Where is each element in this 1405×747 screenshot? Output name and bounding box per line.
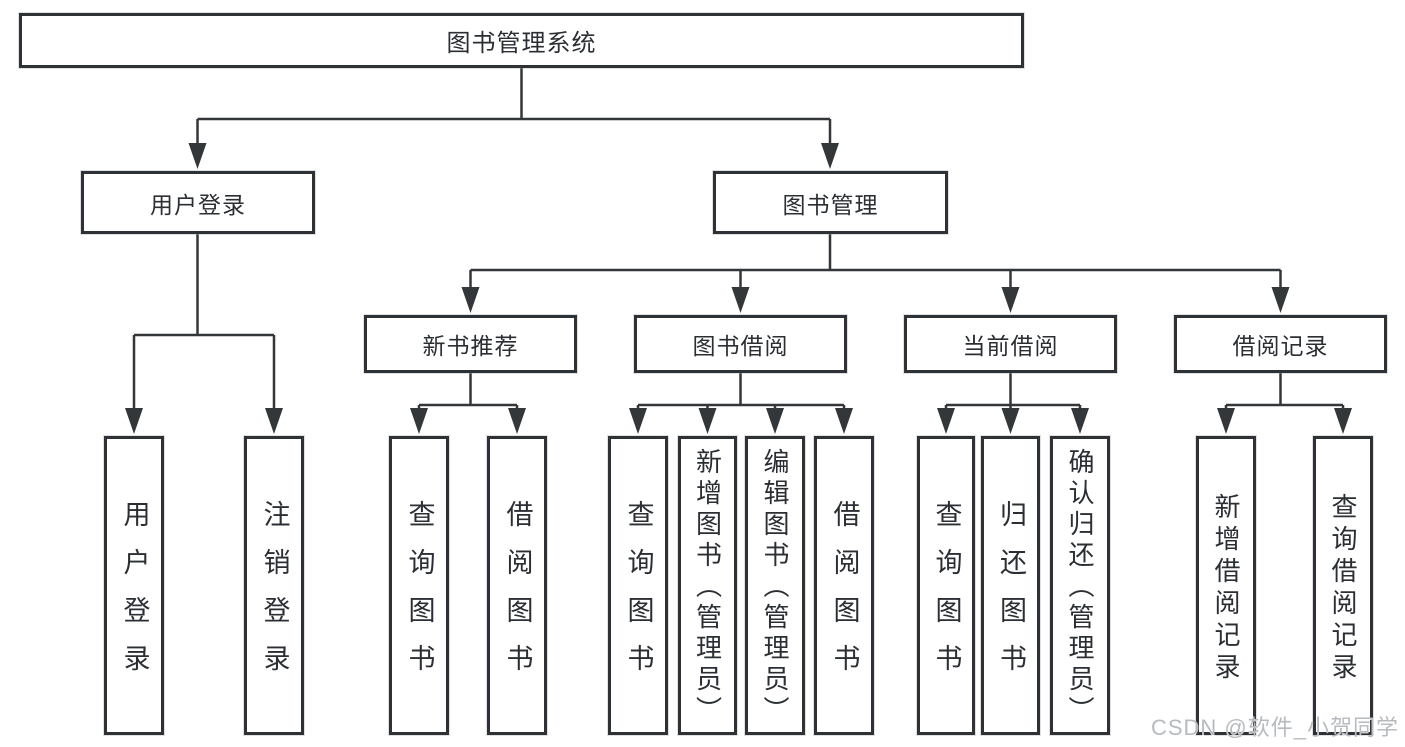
node-label: 图书借阅 xyxy=(692,333,789,359)
connector-new-book-rec-to-leaves xyxy=(410,373,526,434)
leaf-bb-edit-books-admin: 编辑图书（管理员） xyxy=(745,436,805,735)
arrowhead xyxy=(125,408,143,434)
leaf-cb-return-books: 归还图书 xyxy=(981,436,1040,735)
arrowhead xyxy=(835,408,853,434)
arrowhead xyxy=(508,408,526,434)
arrowhead xyxy=(1271,287,1290,313)
leaf-bb-borrow-books: 借阅图书 xyxy=(814,436,874,735)
arrowhead xyxy=(265,408,283,434)
node-label: 查询图书 xyxy=(931,499,962,692)
leaf-cb-confirm-return-admin: 确认归还（管理员） xyxy=(1050,436,1110,735)
node-label: 图书管理系统 xyxy=(446,30,597,57)
node-label: 编辑图书（管理员） xyxy=(760,448,790,727)
node-label: 归还图书 xyxy=(996,499,1026,692)
arrowhead xyxy=(1071,408,1089,434)
node-label: 图书管理 xyxy=(782,191,879,218)
arrowhead xyxy=(821,143,839,169)
arrowhead xyxy=(1001,287,1020,313)
node-label: 借阅记录 xyxy=(1232,333,1329,359)
connector-current-borrow-to-leaves xyxy=(937,373,1089,434)
node-label: 查询图书 xyxy=(623,499,654,692)
node-user-login: 用户登录 xyxy=(81,171,315,234)
arrowhead xyxy=(410,408,428,434)
node-label: 当前借阅 xyxy=(962,333,1059,359)
connector-book-borrow-to-leaves xyxy=(629,373,853,434)
csdn-watermark: CSDN @软件_小贺同学 xyxy=(1150,715,1399,740)
arrowhead xyxy=(766,408,784,434)
node-book-management: 图书管理 xyxy=(713,171,948,234)
node-label: 新增借阅记录 xyxy=(1211,492,1241,685)
leaf-logout: 注销登录 xyxy=(244,436,304,735)
node-label: 确认归还（管理员） xyxy=(1065,448,1095,727)
leaf-bb-add-books-admin: 新增图书（管理员） xyxy=(678,436,737,735)
arrowhead xyxy=(937,408,955,434)
arrowhead xyxy=(188,143,207,169)
node-label: 查询图书 xyxy=(404,499,435,692)
leaf-bb-query-books: 查询图书 xyxy=(608,436,668,735)
node-borrow-records: 借阅记录 xyxy=(1174,315,1387,373)
node-label: 注销登录 xyxy=(259,499,290,692)
node-label: 用户登录 xyxy=(119,499,150,692)
arrowhead xyxy=(1001,408,1020,434)
node-label: 新书推荐 xyxy=(422,333,519,359)
node-root-system: 图书管理系统 xyxy=(19,13,1024,68)
node-current-borrowing: 当前借阅 xyxy=(904,315,1117,373)
leaf-cb-query-books: 查询图书 xyxy=(917,436,975,735)
node-book-borrowing: 图书借阅 xyxy=(634,315,847,373)
node-label: 借阅图书 xyxy=(502,499,533,692)
arrowhead xyxy=(1217,408,1235,434)
node-label: 新增图书（管理员） xyxy=(692,448,723,727)
arrowhead xyxy=(1334,408,1352,434)
arrowhead xyxy=(731,287,750,313)
node-label: 用户登录 xyxy=(150,191,246,218)
node-label: 借阅图书 xyxy=(829,499,860,692)
leaf-br-add-record: 新增借阅记录 xyxy=(1196,436,1256,735)
leaf-br-query-record: 查询借阅记录 xyxy=(1313,436,1373,735)
connector-borrow-records-to-leaves xyxy=(1217,373,1352,434)
node-label: 查询借阅记录 xyxy=(1328,492,1358,685)
node-new-book-recommend: 新书推荐 xyxy=(364,315,577,373)
connector-book-mgmt-to-level3 xyxy=(461,234,1290,313)
arrowhead xyxy=(698,408,717,434)
connector-root-to-level2 xyxy=(188,68,839,169)
leaf-rec-borrow-books: 借阅图书 xyxy=(487,436,547,735)
connector-user-login-to-leaves xyxy=(125,234,283,434)
leaf-user-login: 用户登录 xyxy=(104,436,164,735)
arrowhead xyxy=(629,408,647,434)
leaf-rec-query-books: 查询图书 xyxy=(389,436,449,735)
arrowhead xyxy=(461,287,480,313)
